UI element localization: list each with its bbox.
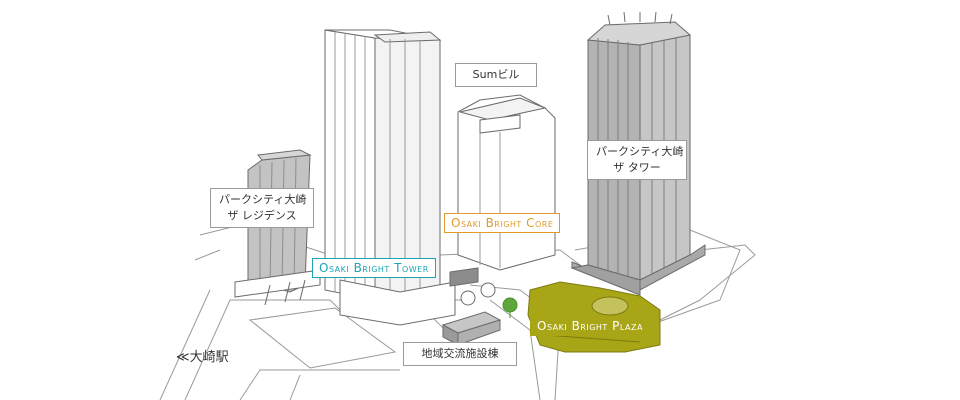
osaki-station-label: ≪大崎駅 <box>176 346 229 365</box>
label-sum-building: Sumビル <box>455 63 537 87</box>
label-community-facility: 地域交流施設棟 <box>403 342 517 366</box>
label-osaki-bright-core: Osaki Bright Core <box>444 213 561 233</box>
label-park-city-tower-line2: ザ タワー <box>613 161 661 174</box>
label-sum-building-text: Sumビル <box>472 68 520 81</box>
label-osaki-bright-tower: Osaki Bright Tower <box>312 258 436 278</box>
label-community-facility-text: 地域交流施設棟 <box>421 347 499 360</box>
label-park-city-tower-line1: パークシティ大崎 <box>596 145 684 158</box>
label-park-city-residence-line2: ザ レジデンス <box>227 209 297 222</box>
label-park-city-tower: パークシティ大崎 ザ タワー <box>587 140 687 180</box>
sum-building <box>457 94 556 271</box>
community-facility-building <box>441 311 502 346</box>
bridge-deck <box>449 267 479 287</box>
label-park-city-residence: パークシティ大崎 ザ レジデンス <box>210 188 314 228</box>
osaki-bright-tower-building <box>324 29 456 326</box>
label-park-city-residence-line1: パークシティ大崎 <box>219 193 307 206</box>
label-osaki-bright-tower-text: Osaki Bright Tower <box>319 261 429 275</box>
ground-block <box>248 307 397 369</box>
osaki-station-text: ≪大崎駅 <box>176 350 229 365</box>
label-osaki-bright-plaza-text: Osaki Bright Plaza <box>537 319 643 333</box>
label-osaki-bright-plaza: Osaki Bright Plaza <box>530 316 650 336</box>
label-osaki-bright-core-text: Osaki Bright Core <box>451 216 554 230</box>
trees <box>460 282 518 318</box>
